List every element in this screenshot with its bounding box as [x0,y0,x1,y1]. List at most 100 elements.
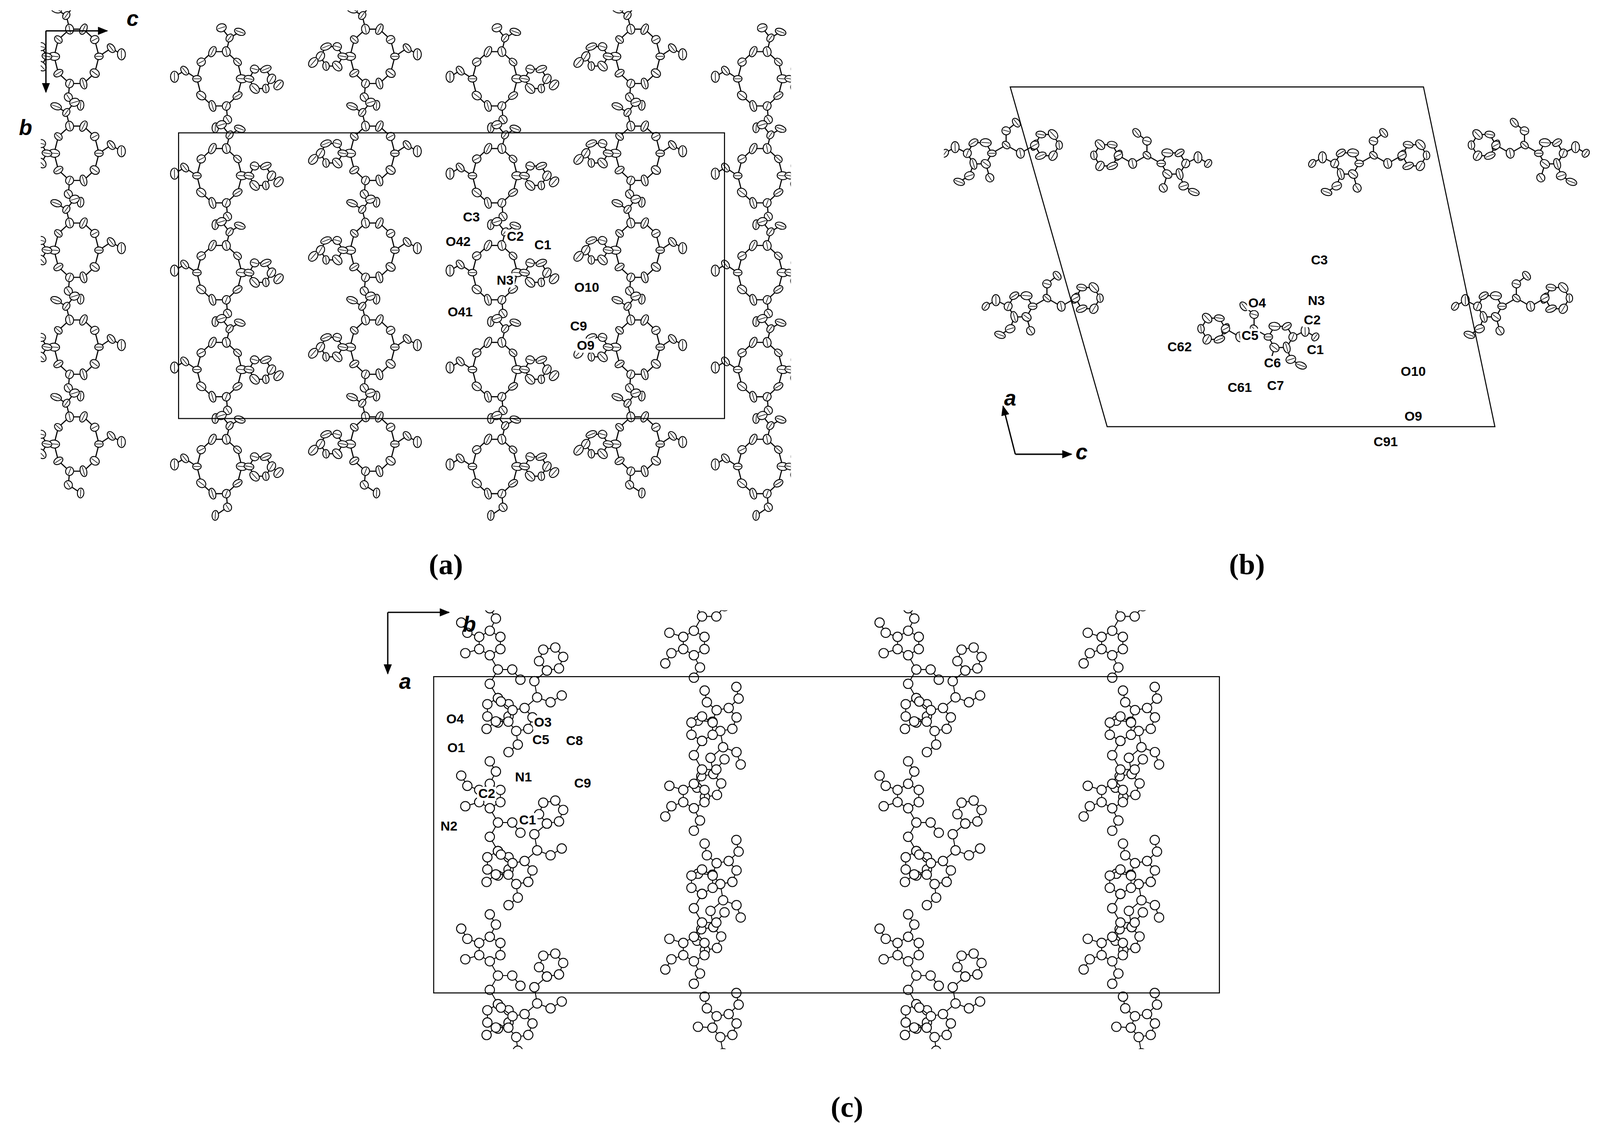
ellipsoid-octant [82,176,85,185]
ellipsoid-octant [510,224,520,228]
ellipsoid-octant [509,481,517,486]
atom-ellipsoid [613,164,626,176]
ellipsoid-octant [739,383,746,389]
ellipsoid-octant [225,241,228,250]
ellipsoid-octant [364,413,366,421]
ellipsoid-octant [210,435,215,444]
ellipsoid-octant [235,127,245,131]
ellipsoid-octant [55,230,61,236]
ellipsoid-octant [193,175,201,176]
ellipsoid-octant [604,152,613,154]
ellipsoid-octant [68,468,71,475]
atom-ellipsoid [64,217,75,230]
ellipsoid-octant [493,414,501,417]
atom-ellipsoid [496,100,508,112]
atom-ellipsoid [78,174,89,187]
atom-ellipsoid [390,246,400,254]
ellipsoid-octant [351,328,358,333]
atom-ellipsoid [507,444,519,455]
ellipsoid-octant [599,239,606,242]
atom-ellipsoid [259,161,273,172]
atom-ellipsoid [348,34,360,45]
atom-ellipsoid [587,61,596,71]
atom-ellipsoid [719,64,732,77]
ellipsoid-octant [739,351,746,355]
atom-ellipsoid [221,501,234,513]
atom-ellipsoid [623,479,636,491]
atom-ellipsoid [52,131,64,142]
atom-ellipsoid [496,336,507,349]
ellipsoid-octant [510,350,516,356]
ellipsoid-octant [55,459,62,464]
ellipsoid-octant [40,336,45,339]
ellipsoid-octant [473,383,480,389]
atom-ellipsoid [331,138,343,149]
atom-ellipsoid [348,164,361,176]
ellipsoid-octant [457,164,463,171]
ellipsoid-octant [198,448,205,452]
atom-ellipsoid [774,221,788,231]
atom-ellipsoid [666,430,679,443]
ellipsoid-octant [714,169,716,179]
atom-ellipsoid [468,366,477,374]
atom-ellipsoid [471,250,483,262]
atom-ellipsoid [374,271,384,284]
ellipsoid-octant [486,295,490,305]
ellipsoid-octant [587,432,596,436]
atom-ellipsoid [68,96,81,108]
atom-ellipsoid [470,186,484,199]
ellipsoid-octant [225,116,230,123]
ellipsoid-octant [245,77,253,80]
atom-ellipsoid [491,22,503,34]
atom-ellipsoid [535,161,548,172]
ellipsoid-octant [120,437,122,447]
atom-ellipsoid [195,444,207,456]
ellipsoid-octant [66,94,71,101]
ellipsoid-octant [251,85,258,93]
ellipsoid-octant [449,266,451,276]
atom-ellipsoid [649,67,663,80]
ellipsoid-octant [612,201,622,205]
atom-ellipsoid [625,465,637,477]
ellipsoid-octant [544,75,550,83]
ellipsoid-octant [225,338,228,347]
atom-ellipsoid [650,324,662,336]
atom-ellipsoid [207,433,219,446]
atom-ellipsoid [774,123,788,134]
ellipsoid-octant [91,231,98,236]
atom-ellipsoid [525,161,536,171]
atom-ellipsoid [348,324,360,336]
ellipsoid-octant [723,67,728,74]
ellipsoid-octant [245,272,253,274]
ellipsoid-octant [473,157,480,161]
atom-ellipsoid [639,174,650,187]
atom-ellipsoid [655,343,665,351]
ellipsoid-octant [629,413,632,421]
ellipsoid-octant [631,391,640,395]
atom-ellipsoid [454,355,467,368]
ellipsoid-octant [234,287,241,292]
ellipsoid-octant [91,135,98,139]
atom-ellipsoid [547,77,561,92]
ellipsoid-octant [333,142,341,145]
ellipsoid-octant [55,361,62,366]
atom-ellipsoid [649,260,663,273]
ellipsoid-octant [629,177,632,184]
atom-ellipsoid [221,143,232,155]
ellipsoid-octant [641,392,643,401]
atom-ellipsoid [330,447,344,461]
atom-ellipsoid [650,34,662,45]
ellipsoid-octant [55,425,61,430]
ellipsoid-octant [391,153,399,154]
ellipsoid-octant [520,272,528,274]
ellipsoid-octant [234,481,241,486]
atom-ellipsoid [500,129,511,141]
ellipsoid-octant [617,230,623,236]
ellipsoid-octant [527,473,534,480]
ellipsoid-octant [95,346,103,348]
atom-ellipsoid [195,347,207,358]
ellipsoid-octant [714,363,716,373]
ellipsoid-octant [82,79,85,88]
atom-ellipsoid [772,381,785,392]
